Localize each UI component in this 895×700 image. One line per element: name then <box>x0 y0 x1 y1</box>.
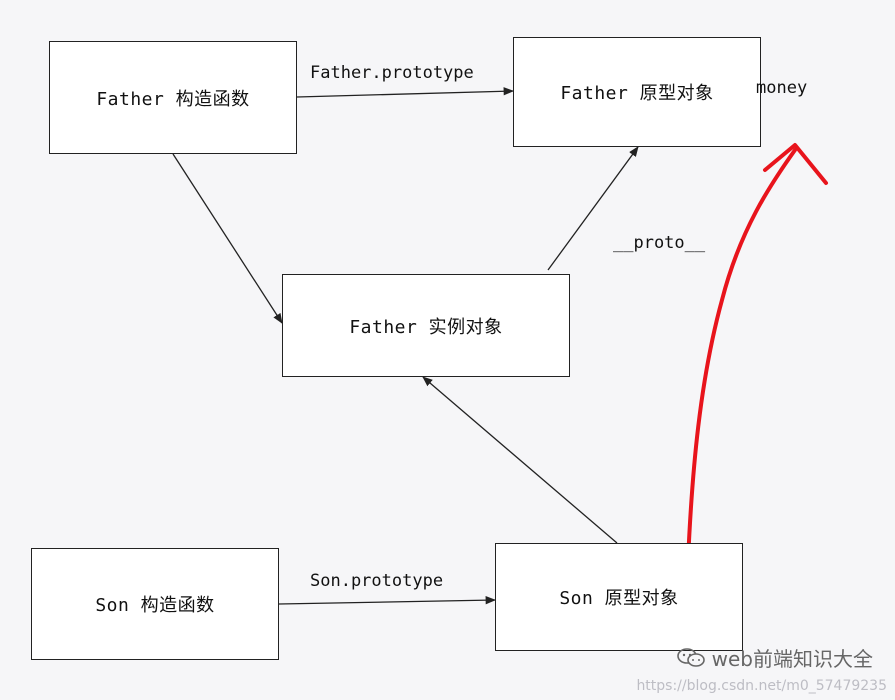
father-constructor-box: Father 构造函数 <box>49 41 297 154</box>
edge-father-new-instance <box>172 153 283 324</box>
father-prototype-object-label: Father 原型对象 <box>560 83 714 104</box>
edge-father-prototype <box>296 87 515 98</box>
watermark-brand: web前端知识大全 <box>711 647 873 671</box>
wechat-icon <box>676 647 705 667</box>
money-label: money <box>756 78 808 98</box>
son-constructor-box: Son 构造函数 <box>31 548 279 660</box>
red-annotation-arrowhead <box>763 143 828 185</box>
son-prototype-object-label: Son 原型对象 <box>559 588 679 609</box>
son-prototype-object-box: Son 原型对象 <box>495 543 743 651</box>
father-instance-box: Father 实例对象 <box>282 274 570 377</box>
son-constructor-label: Son 构造函数 <box>95 595 215 616</box>
edge-son-prototype <box>278 596 497 605</box>
father-constructor-label: Father 构造函数 <box>96 88 250 110</box>
father-instance-label: Father 实例对象 <box>349 316 503 338</box>
watermark: web前端知识大全 <box>676 643 873 672</box>
son-prototype-edge-label: Son.prototype <box>310 571 444 591</box>
father-prototype-edge-label: Father.prototype <box>310 63 474 83</box>
proto-edge-label: __proto__ <box>613 233 706 253</box>
edge-son-prototype-to-father-instance <box>422 376 618 544</box>
father-prototype-object-box: Father 原型对象 <box>513 37 761 147</box>
watermark-url: https://blog.csdn.net/m0_57479235 <box>636 678 887 694</box>
red-annotation-arrow <box>686 148 797 564</box>
